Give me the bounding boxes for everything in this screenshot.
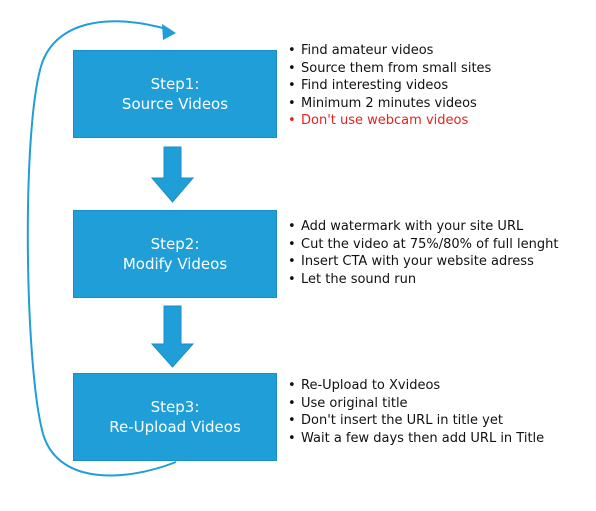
loop-back-arrow-line [26, 20, 177, 477]
step1-bullet: Minimum 2 minutes videos [287, 95, 491, 113]
step2-bullet-list: Add watermark with your site URL Cut the… [287, 218, 558, 288]
step1-bullet: Source them from small sites [287, 60, 491, 78]
step3-bullet: Use original title [287, 395, 544, 413]
down-arrow-1 [150, 146, 195, 203]
step1-bullet-warning: Don't use webcam videos [287, 112, 491, 130]
step2-box: Step2: Modify Videos [73, 210, 277, 298]
step1-bullet: Find interesting videos [287, 77, 491, 95]
step1-title: Step1: [150, 75, 200, 93]
step2-bullet: Let the sound run [287, 271, 558, 289]
step2-bullet: Add watermark with your site URL [287, 218, 558, 236]
step2-bullet: Insert CTA with your website adress [287, 253, 558, 271]
step3-bullet-list: Re-Upload to Xvideos Use original title … [287, 377, 544, 447]
step3-subtitle: Re-Upload Videos [109, 418, 241, 436]
step1-subtitle: Source Videos [121, 95, 229, 113]
step3-bullet: Re-Upload to Xvideos [287, 377, 544, 395]
down-arrow-2 [150, 305, 195, 368]
step3-bullet: Wait a few days then add URL in Title [287, 430, 544, 448]
step3-box: Step3: Re-Upload Videos [73, 373, 277, 461]
step1-bullet: Find amateur videos [287, 42, 491, 60]
loop-back-arrowhead [162, 24, 176, 40]
step3-bullet: Don't insert the URL in title yet [287, 412, 544, 430]
step2-title: Step2: [150, 235, 200, 253]
step2-subtitle: Modify Videos [122, 255, 228, 273]
step1-box: Step1: Source Videos [73, 50, 277, 138]
step3-title: Step3: [150, 398, 200, 416]
step2-bullet: Cut the video at 75%/80% of full lenght [287, 236, 558, 254]
step1-bullet-list: Find amateur videos Source them from sma… [287, 42, 491, 130]
